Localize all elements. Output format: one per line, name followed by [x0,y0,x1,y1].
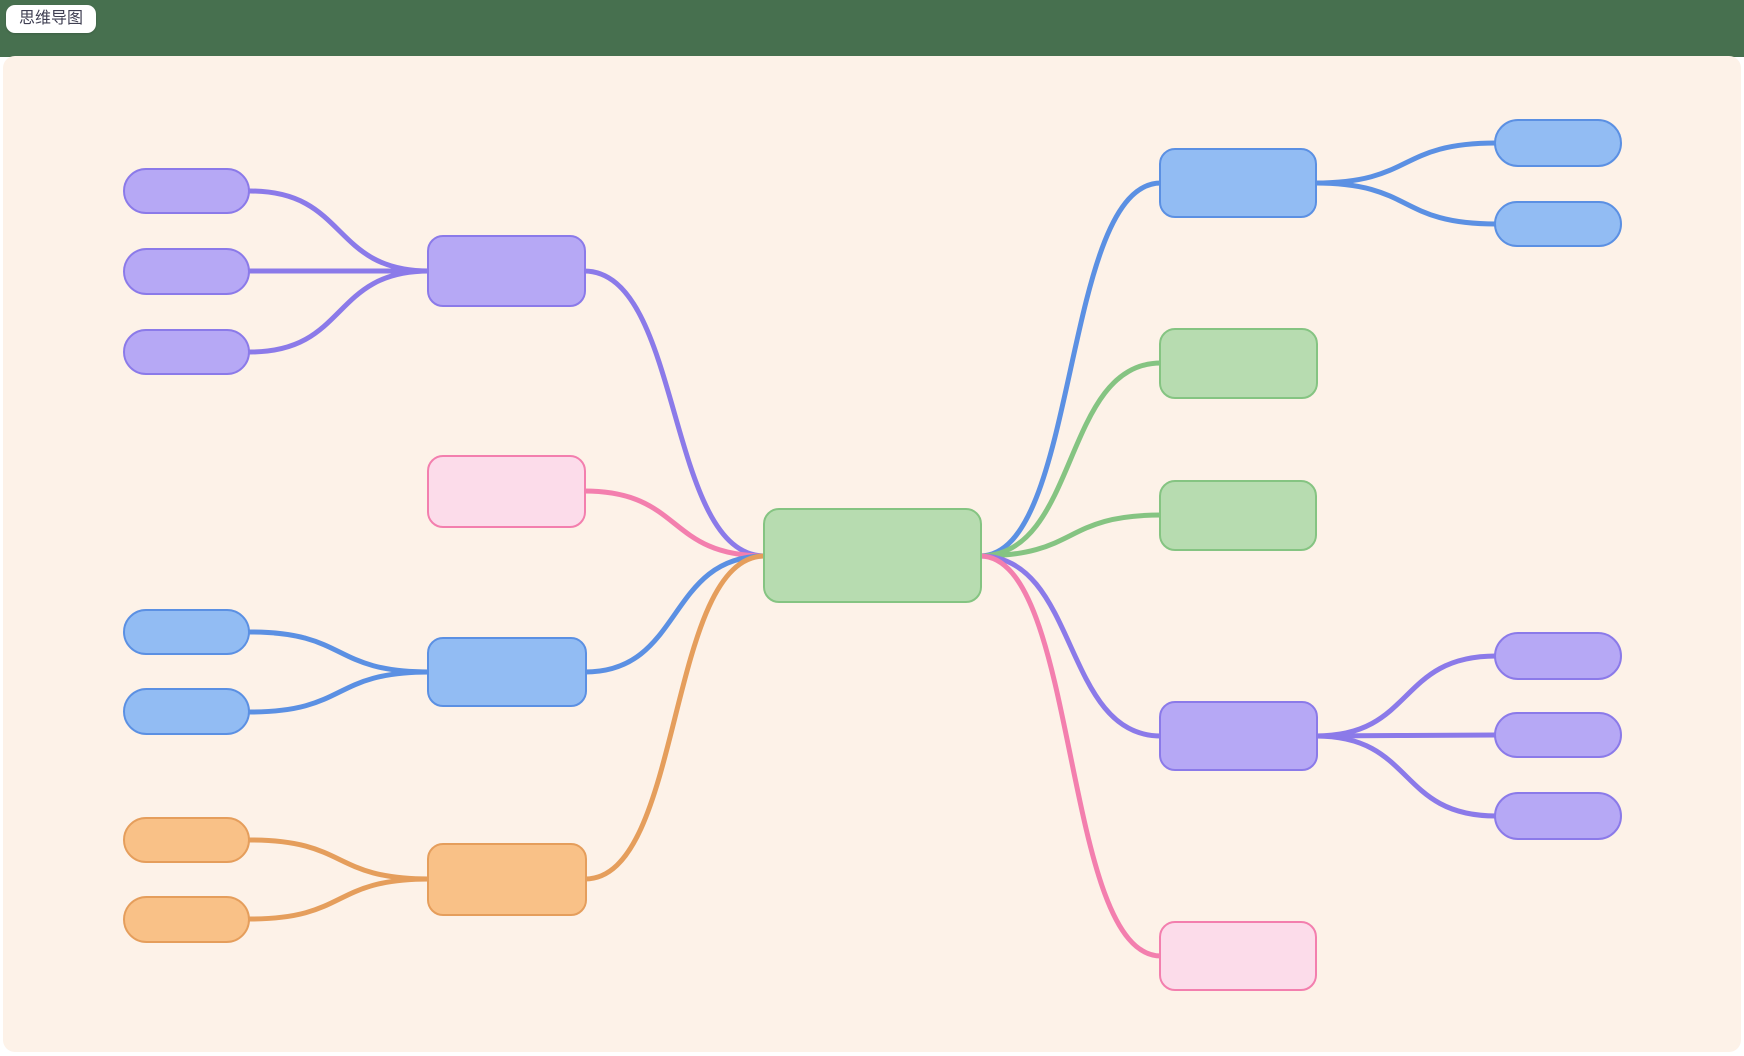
mindmap-node-purple-right-child-2[interactable] [1494,712,1622,758]
mindmap-node-pink-left[interactable] [427,455,586,528]
mindmap-node-orange-left-child-2[interactable] [123,896,250,943]
mindmap-node-green-right-2[interactable] [1159,480,1317,551]
mindmap-title-badge: 思维导图 [6,5,97,33]
mindmap-node-purple-right-child-3[interactable] [1494,792,1622,840]
mindmap-node-blue-left-child-2[interactable] [123,688,250,735]
mindmap-node-blue-right-child-1[interactable] [1494,119,1622,167]
mindmap-node-purple-left-child-1[interactable] [123,168,250,214]
mindmap-node-pink-right[interactable] [1159,921,1317,991]
mindmap-node-purple-left-child-2[interactable] [123,248,250,295]
mindmap-node-orange-parent-left[interactable] [427,843,587,916]
mindmap-node-central[interactable] [763,508,982,603]
mindmap-node-purple-right-child-1[interactable] [1494,632,1622,680]
topbar [0,0,1744,57]
mindmap-node-green-right-1[interactable] [1159,328,1318,399]
mindmap-node-purple-parent-left[interactable] [427,235,586,307]
mindmap-node-blue-parent-right[interactable] [1159,148,1317,218]
mindmap-node-orange-left-child-1[interactable] [123,817,250,863]
mindmap-node-blue-right-child-2[interactable] [1494,201,1622,247]
mindmap-node-purple-parent-right[interactable] [1159,701,1318,771]
mindmap-node-purple-left-child-3[interactable] [123,329,250,375]
mindmap-node-blue-parent-left[interactable] [427,637,587,707]
mindmap-node-blue-left-child-1[interactable] [123,609,250,655]
